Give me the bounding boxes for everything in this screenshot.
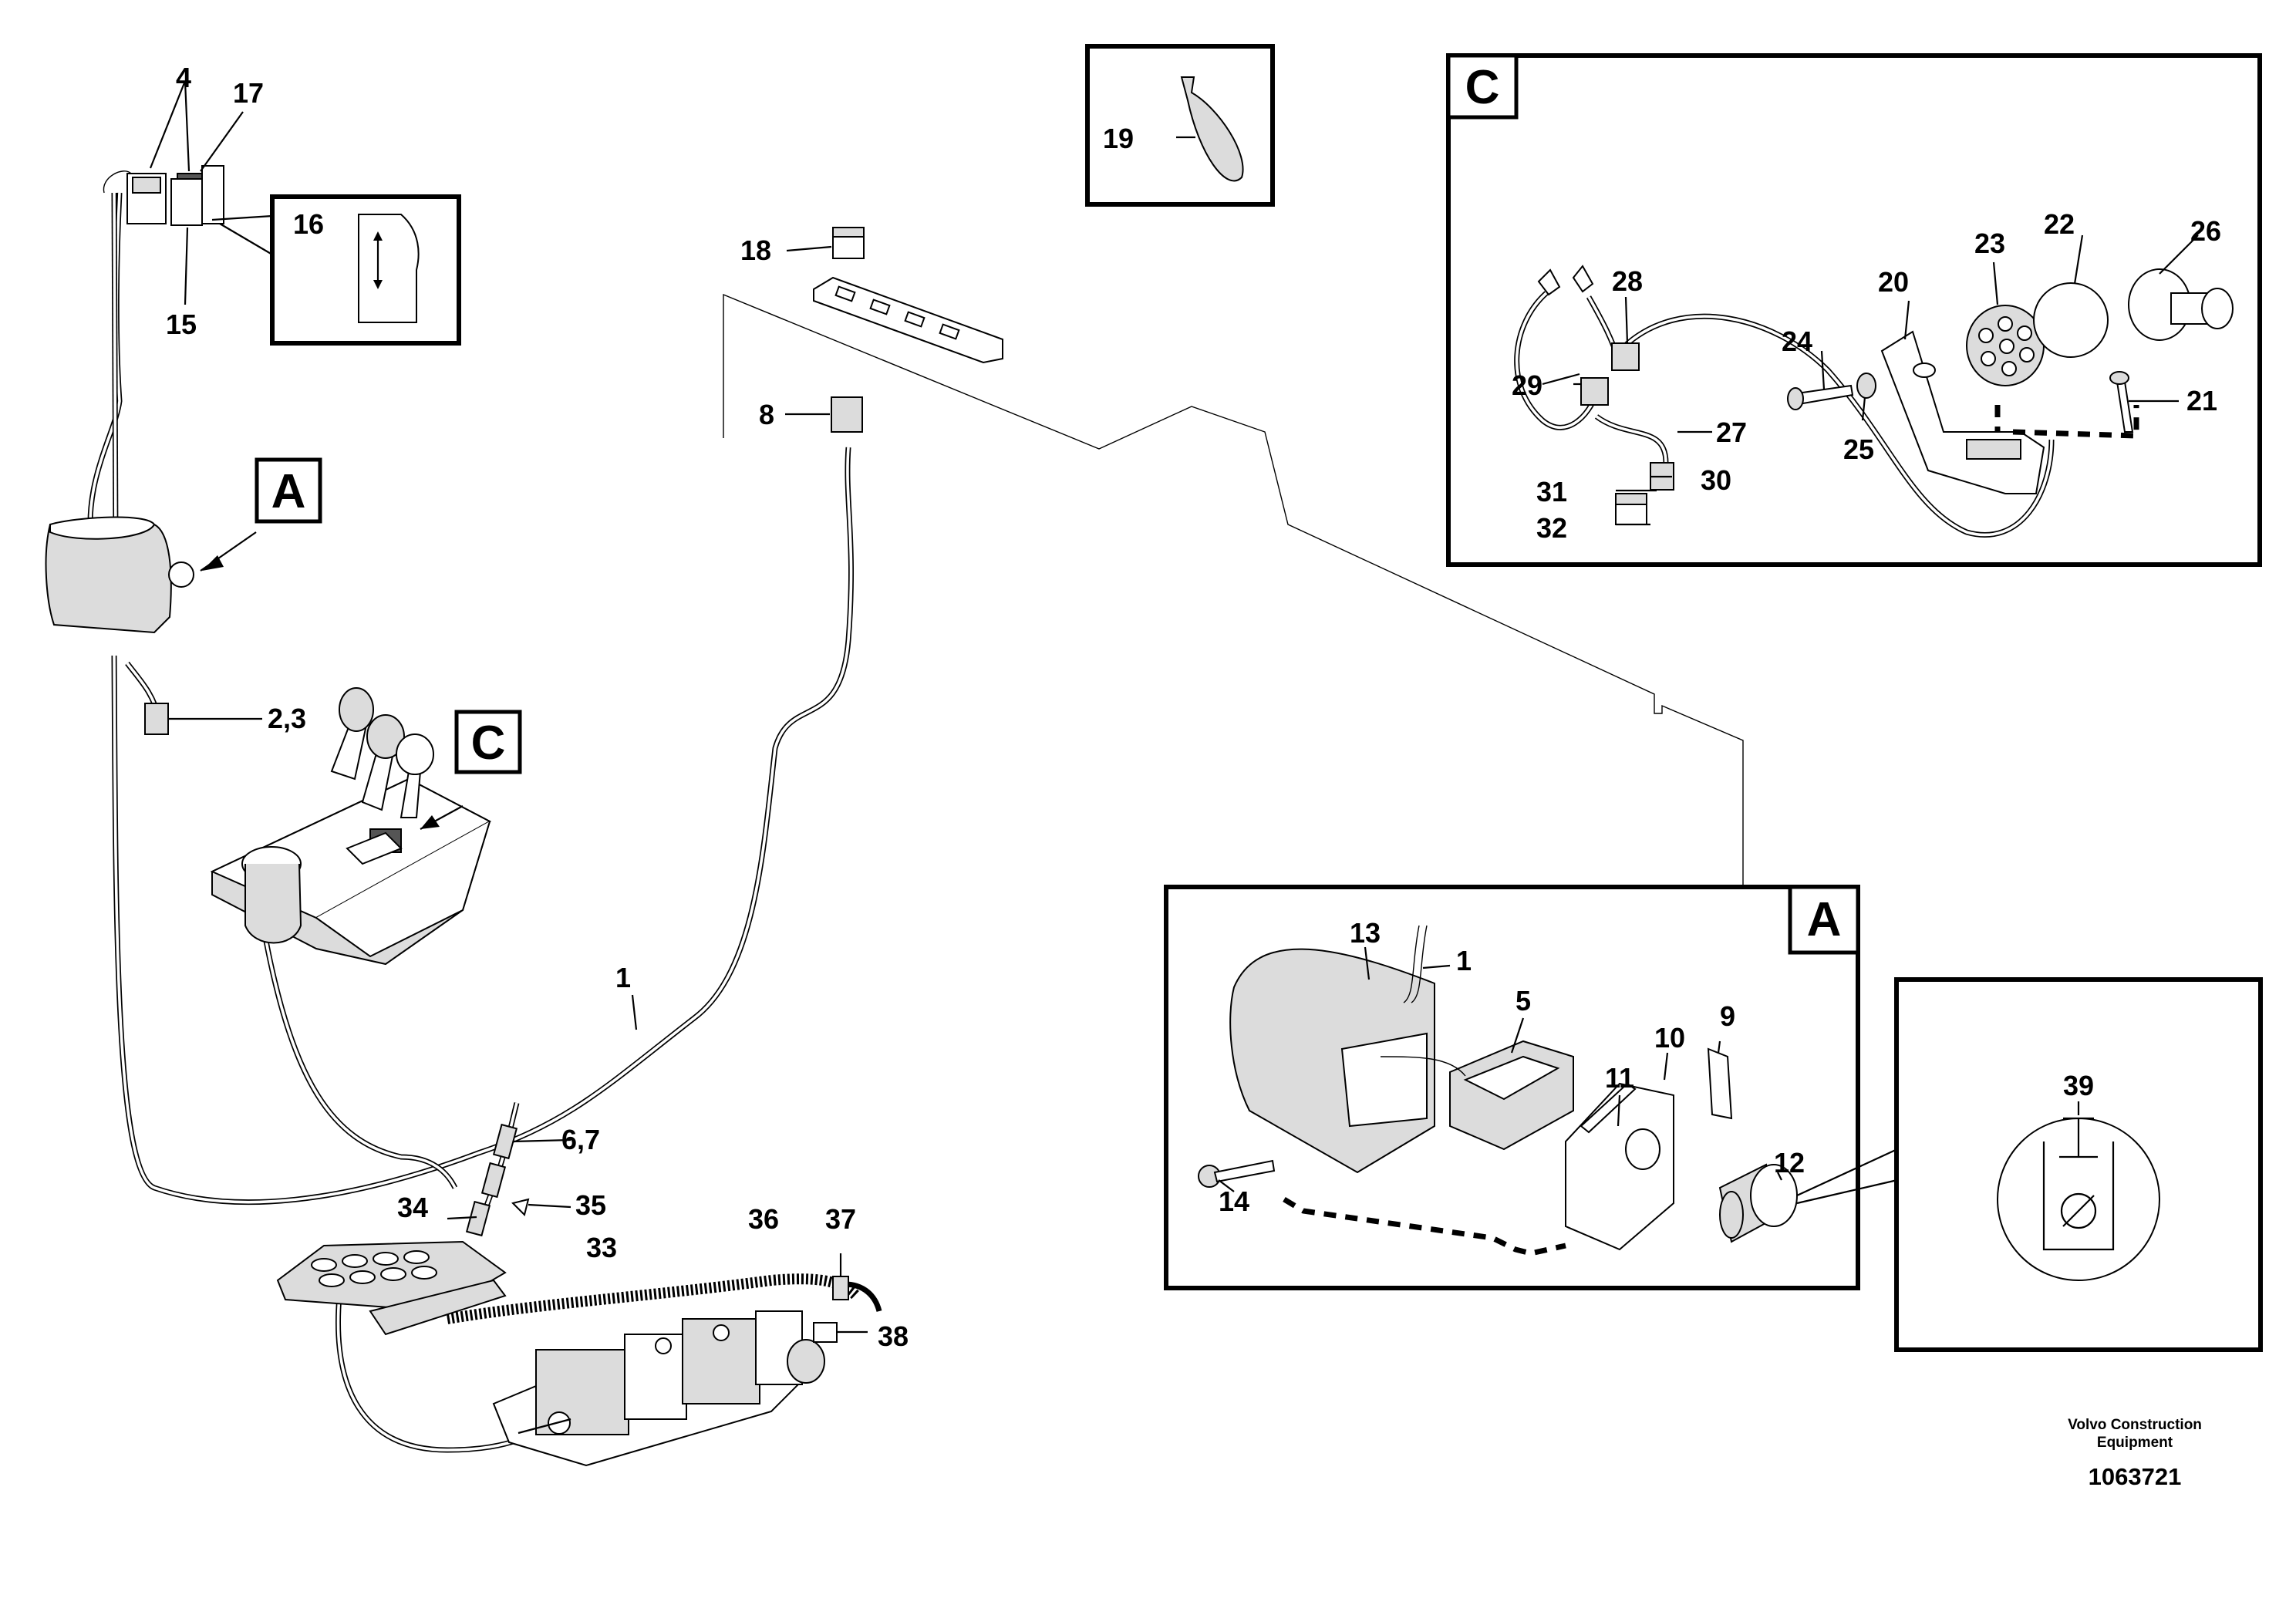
callout-9: 9 — [1720, 1000, 1735, 1032]
callout-32: 32 — [1536, 512, 1567, 544]
callout-35: 35 — [575, 1189, 606, 1221]
callout-27: 27 — [1716, 416, 1747, 448]
hydraulic-symbol-icon — [2042, 1117, 2115, 1251]
callout-4: 4 — [176, 62, 191, 93]
callout-28: 28 — [1612, 265, 1643, 297]
callout-17: 17 — [233, 77, 264, 109]
callout-36: 36 — [748, 1203, 779, 1235]
push-button-icon — [1718, 1163, 1798, 1243]
callout-31: 31 — [1536, 476, 1567, 508]
callout-5: 5 — [1515, 985, 1531, 1017]
control-pod — [45, 516, 257, 634]
callout-13: 13 — [1350, 917, 1381, 949]
callout-34: 34 — [397, 1192, 428, 1223]
callout-20: 20 — [1878, 266, 1909, 298]
callout-1-detail: 1 — [1456, 945, 1472, 976]
detail-a-box — [1164, 885, 1898, 1290]
footer: Volvo Construction Equipment 1063721 — [2068, 1417, 2202, 1490]
callout-11: 11 — [1605, 1062, 1634, 1094]
tag-a-detail: A — [1807, 893, 1842, 946]
part-number: 1063721 — [2089, 1463, 2182, 1490]
callout-2-3: 2,3 — [268, 703, 306, 734]
callout-18: 18 — [740, 234, 771, 266]
tag-c-detail: C — [1465, 61, 1500, 114]
callout-numbers: 4 17 16 15 2,3 1 6,7 34 35 33 36 37 38 1… — [166, 62, 2221, 1352]
callout-19: 19 — [1103, 123, 1134, 154]
callout-37: 37 — [825, 1203, 856, 1235]
brand-name: Volvo Construction — [2068, 1417, 2202, 1433]
callout-22: 22 — [2044, 208, 2075, 240]
callout-15: 15 — [166, 309, 197, 340]
callout-24: 24 — [1782, 325, 1812, 357]
corrugated-hose — [446, 1273, 882, 1324]
callout-21: 21 — [2186, 385, 2217, 416]
tag-c-main-letter: C — [471, 717, 506, 770]
callout-29: 29 — [1512, 369, 1542, 401]
callout-10: 10 — [1654, 1022, 1685, 1054]
callout-25: 25 — [1843, 433, 1874, 465]
foot-pedal — [276, 1240, 507, 1336]
connector-2-3 — [144, 703, 262, 735]
cab-outline — [723, 293, 1744, 888]
hose-clip — [813, 1253, 868, 1343]
detail-c-box — [1446, 53, 2262, 567]
callout-16: 16 — [293, 208, 324, 240]
callout-12: 12 — [1774, 1147, 1805, 1179]
callout-6-7: 6,7 — [561, 1124, 600, 1155]
callout-8: 8 — [759, 399, 774, 430]
callout-1: 1 — [615, 962, 631, 993]
callout-33: 33 — [586, 1232, 617, 1263]
detail-16-box — [211, 194, 461, 346]
detail-39-box — [1894, 977, 2263, 1352]
connector-8 — [785, 396, 863, 433]
valve-block — [492, 1310, 825, 1467]
brand-name-line2: Equipment — [2097, 1435, 2173, 1451]
callout-26: 26 — [2190, 215, 2221, 247]
detail-19-box — [1085, 44, 1275, 207]
relay-18 — [786, 227, 1003, 364]
switch-group — [103, 165, 224, 226]
callout-leaders — [149, 80, 638, 1030]
joystick-panel — [210, 687, 492, 966]
callout-30: 30 — [1701, 464, 1731, 496]
callout-23: 23 — [1974, 228, 2005, 259]
tag-c-main: C — [454, 710, 522, 774]
callout-39: 39 — [2063, 1070, 2094, 1101]
cable-tie-icon — [1180, 76, 1244, 182]
callout-14: 14 — [1219, 1185, 1249, 1217]
inline-connectors — [447, 1123, 571, 1237]
callout-38: 38 — [878, 1320, 909, 1352]
tag-a-main-letter: A — [271, 465, 306, 518]
tag-a-main: A — [255, 457, 322, 524]
